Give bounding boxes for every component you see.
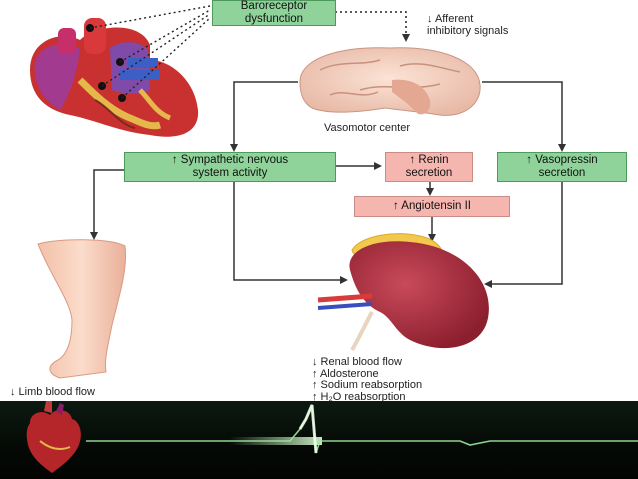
- ecg-banner: [0, 401, 638, 479]
- arrow-vasomotor-to-sympathetic: [230, 81, 298, 152]
- heart-ecg-icon: [26, 401, 81, 473]
- sympathetic-activity-box: ↑ Sympathetic nervous system activity: [124, 152, 336, 182]
- angiotensin-box: ↑ Angiotensin II: [354, 196, 510, 217]
- arrow-vasopressin-to-kidney: [484, 182, 563, 288]
- renal-effect-item: ↓ Renal blood flow: [312, 356, 402, 368]
- ecg-banner-graphic: [26, 401, 638, 473]
- afferent-signals-label: ↓ Afferent inhibitory signals: [427, 13, 509, 37]
- vasopressin-secretion-box: ↑ Vasopressin secretion: [497, 152, 627, 182]
- brain-illustration-icon: [299, 47, 481, 116]
- arrow-vasomotor-to-vasopressin: [482, 81, 566, 152]
- limb-blood-flow-label: ↓ Limb blood flow: [10, 386, 95, 398]
- renal-effect-item: ↑ H₂O reabsorption: [312, 390, 406, 403]
- baroreceptor-pointer-lines: [89, 5, 211, 99]
- ecg-trace-line: [86, 404, 638, 454]
- arrow-sympathetic-to-kidney: [233, 182, 348, 284]
- baroreceptor-dysfunction-box: Baroreceptor dysfunction: [212, 0, 336, 26]
- renal-effect-item: ↑ Aldosterone: [312, 367, 379, 380]
- arrow-sympathetic-to-limb: [90, 169, 124, 240]
- vasomotor-center-label: Vasomotor center: [324, 122, 411, 134]
- heart-illustration-icon: [30, 18, 199, 137]
- arrow-baroreceptor-to-vasomotor: [335, 11, 410, 42]
- renal-effect-item: ↑ Sodium reabsorption: [312, 379, 423, 392]
- renin-secretion-box: ↑ Renin secretion: [385, 152, 473, 182]
- leg-illustration-icon: [37, 239, 127, 379]
- kidney-illustration-icon: [317, 233, 489, 352]
- renal-effects-list: ↓ Renal blood flow ↑ Aldosterone ↑ Sodiu…: [312, 356, 423, 403]
